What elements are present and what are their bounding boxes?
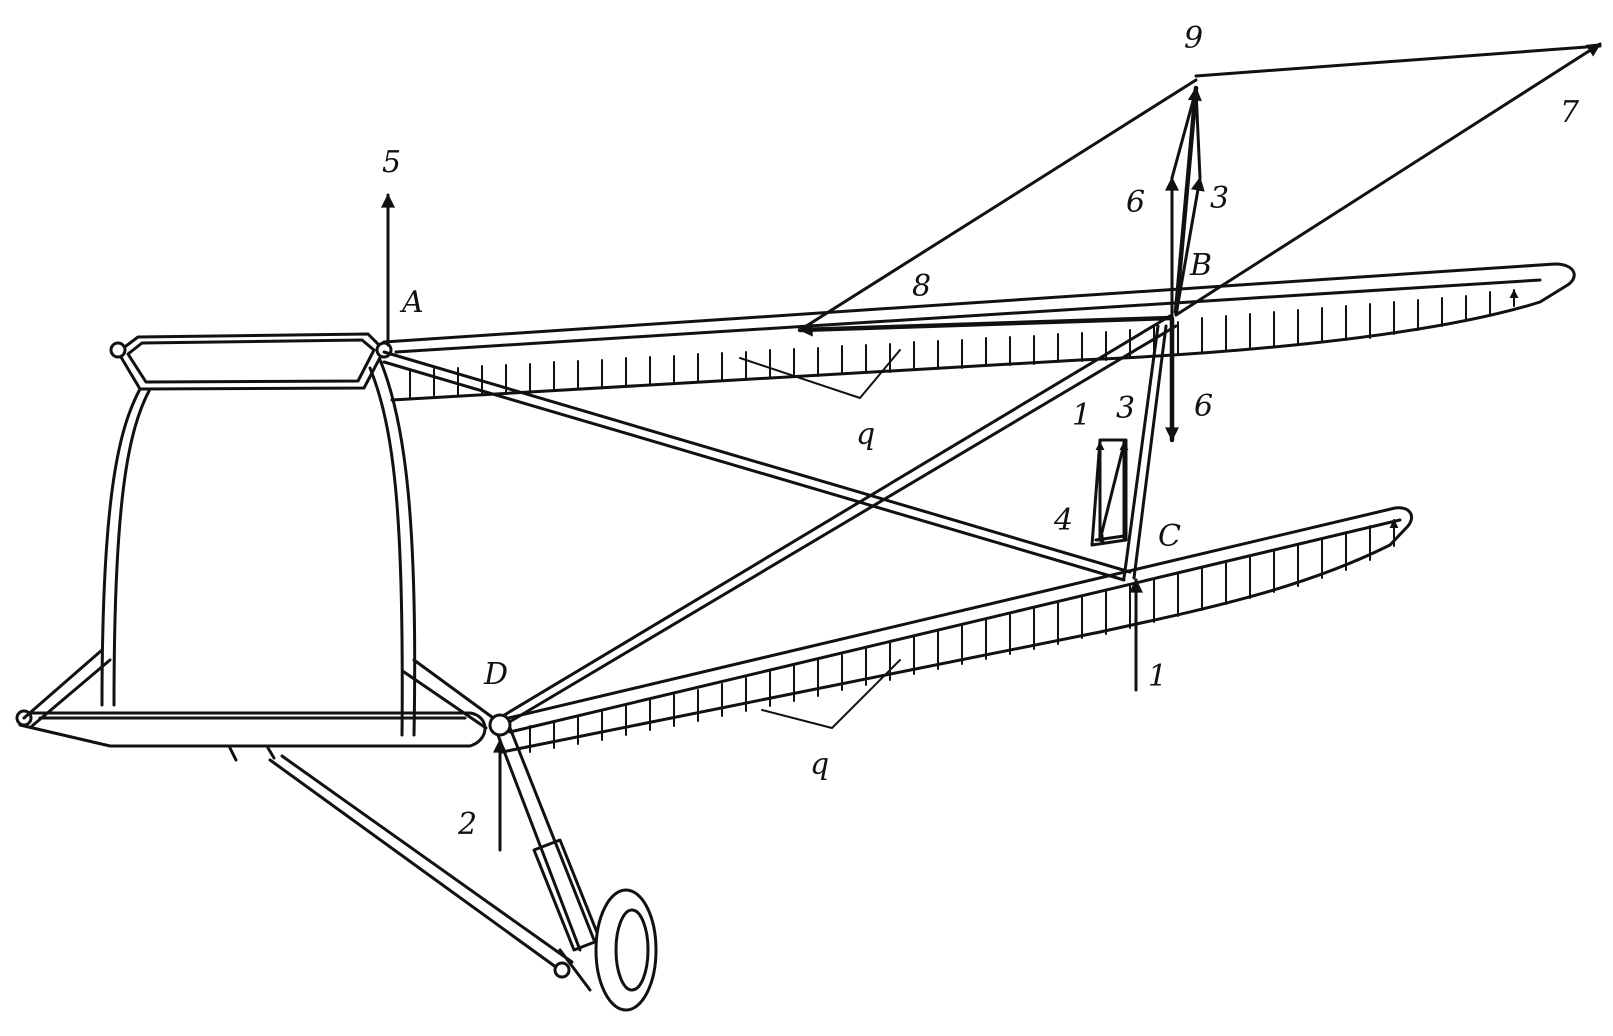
force-3-top-label: 3 [1210,181,1229,216]
force-8-arrow [797,315,1175,337]
force-2-label: 2 [457,807,477,842]
upper-wing-lift-arrows [409,290,1514,399]
load-q-upper-label: q [856,417,875,452]
lower-wing-lift-arrows [529,520,1394,753]
fuselage-frame [15,332,498,762]
lower-wing [498,506,1413,754]
force-1-bottom-label: 1 [1148,659,1167,694]
force-7-arrow [1174,42,1602,317]
force-6-bottom-label: 6 [1194,389,1213,424]
load-q-lower-label: q [810,747,829,782]
force-9-label: 9 [1184,21,1203,56]
force-4-label: 4 [1053,503,1073,538]
force-vectors [381,42,1602,852]
point-a-label: A [399,285,424,320]
point-d-label: D [483,657,508,692]
point-c-label: C [1158,519,1181,554]
force-7-label: 7 [1560,95,1580,130]
force-5-label: 5 [382,145,401,180]
force-8-label: 8 [912,269,931,304]
force-3-mid-label: 3 [1116,391,1135,426]
labels: A B C D 1 1 2 3 3 4 5 6 6 7 8 9 q q [382,21,1580,842]
upper-wing [382,262,1576,402]
force-1-small-label: 1 [1072,398,1091,433]
bracing-struts [382,314,1178,726]
point-b-label: B [1189,248,1212,283]
q-leader-lines [739,349,901,729]
force-9-arrow [1173,85,1202,315]
landing-gear [268,713,658,1012]
force-6-top-label: 6 [1126,185,1145,220]
